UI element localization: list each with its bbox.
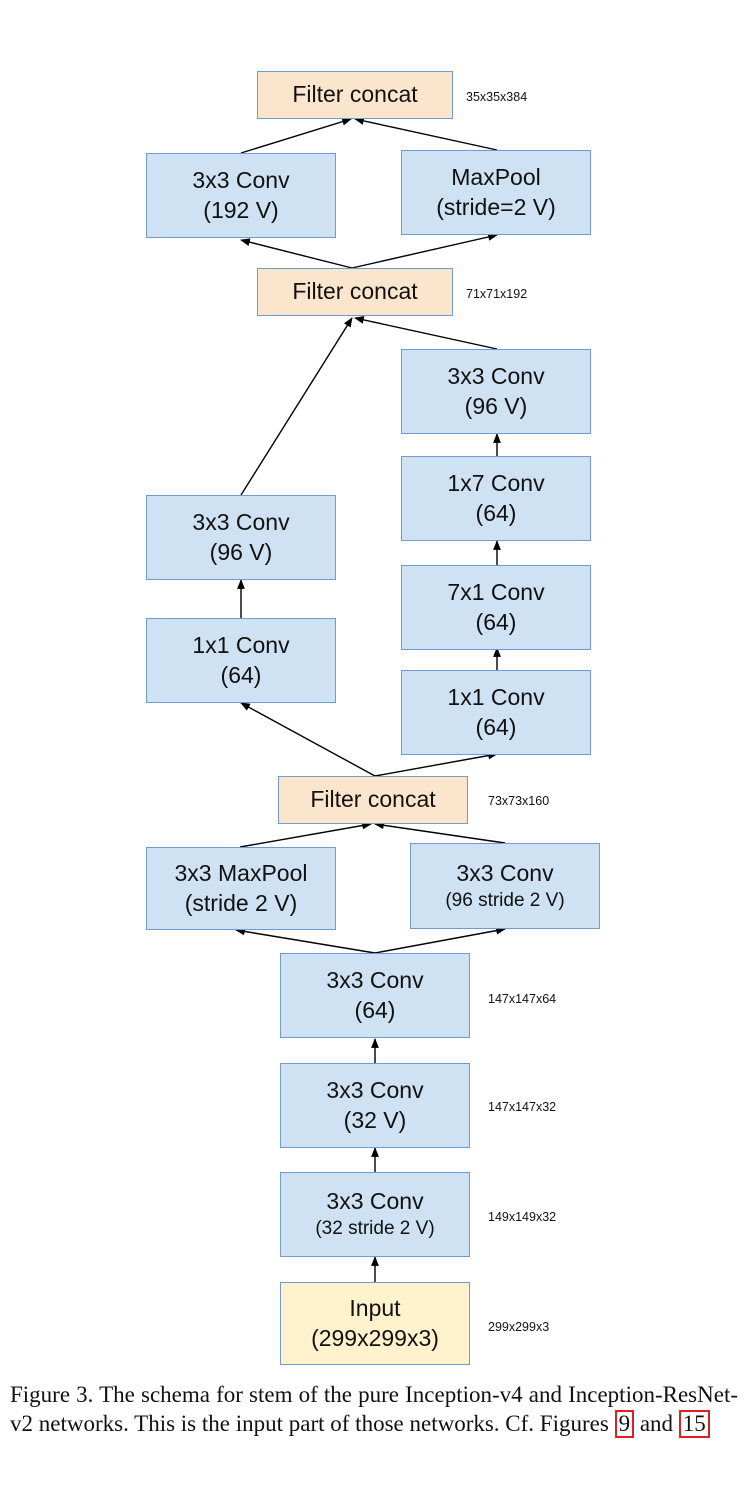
- node-sublabel: (96 V): [209, 538, 273, 565]
- node-sublabel: (299x299x3): [311, 1324, 439, 1351]
- conv-3x3-32v: 3x3 Conv (32 V): [280, 1063, 470, 1148]
- node-label: 1x1 Conv: [447, 683, 545, 710]
- node-label: 3x3 MaxPool: [174, 859, 308, 886]
- node-label: 3x3 Conv: [447, 362, 545, 389]
- node-label: 1x1 Conv: [192, 631, 290, 658]
- node-label: 3x3 Conv: [326, 966, 424, 993]
- right-conv-1x1: 1x1 Conv (64): [401, 670, 591, 755]
- caption-text-between: and: [634, 1410, 679, 1436]
- dim-label-concat-top: 35x35x384: [466, 90, 528, 104]
- node-sublabel: (96 stride 2 V): [445, 889, 565, 911]
- node-sublabel: (32 stride 2 V): [315, 1218, 435, 1240]
- node-label: Filter concat: [310, 786, 436, 813]
- dim-label-conv-64: 147x147x64: [488, 992, 557, 1006]
- node-sublabel: (64): [220, 661, 262, 688]
- node-sublabel: (96 V): [464, 392, 528, 419]
- node-sublabel: (stride 2 V): [184, 889, 298, 916]
- dim-label-input: 299x299x3: [488, 1320, 550, 1334]
- edge: [351, 233, 498, 269]
- node-label: 3x3 Conv: [326, 1188, 424, 1215]
- node-label: 3x3 Conv: [326, 1076, 424, 1103]
- conv-3x3-64: 3x3 Conv (64): [280, 953, 470, 1038]
- node-label: 3x3 Conv: [192, 166, 290, 193]
- node-sublabel: (64): [475, 499, 517, 526]
- edge: [235, 927, 376, 954]
- maxpool-stride2: MaxPool (stride=2 V): [401, 150, 591, 235]
- maxpool-3x3-stride2: 3x3 MaxPool (stride 2 V): [146, 847, 336, 930]
- edge: [374, 926, 506, 954]
- filter-concat-mid: Filter concat: [257, 268, 453, 316]
- figure-ref-link-9[interactable]: 9: [614, 1409, 635, 1438]
- node-label: 3x3 Conv: [456, 859, 554, 886]
- left-conv-3x3-96v: 3x3 Conv (96 V): [146, 495, 336, 580]
- node-sublabel: (64): [475, 608, 517, 635]
- edge: [240, 117, 352, 154]
- edge: [354, 316, 498, 350]
- edges-layer: [235, 117, 506, 1282]
- figure-caption: Figure 3. The schema for stem of the pur…: [10, 1381, 738, 1439]
- node-label: 7x1 Conv: [447, 578, 545, 605]
- right-conv-3x3-96v: 3x3 Conv (96 V): [401, 349, 591, 434]
- edge: [354, 117, 498, 151]
- edge: [240, 702, 376, 777]
- node-sublabel: (192 V): [203, 196, 279, 223]
- input-node: Input (299x299x3): [280, 1282, 470, 1365]
- dim-label-concat-mid: 71x71x192: [466, 287, 528, 301]
- node-label: Filter concat: [292, 81, 418, 108]
- node-label: Filter concat: [292, 278, 418, 305]
- caption-text: Figure 3. The schema for stem of the pur…: [10, 1382, 738, 1436]
- filter-concat-low: Filter concat: [278, 776, 468, 824]
- right-conv-1x7: 1x7 Conv (64): [401, 456, 591, 541]
- right-conv-7x1: 7x1 Conv (64): [401, 565, 591, 650]
- node-sublabel: (32 V): [343, 1106, 407, 1133]
- edge: [374, 751, 498, 777]
- dim-label-conv-32v: 147x147x32: [488, 1100, 557, 1114]
- edge: [239, 821, 372, 848]
- edge: [240, 317, 353, 496]
- dim-label-concat-low: 73x73x160: [488, 794, 550, 808]
- inception-stem-diagram: Filter concat 35x35x384 3x3 Conv (192 V)…: [146, 71, 600, 1365]
- left-conv-1x1: 1x1 Conv (64): [146, 618, 336, 703]
- edge: [240, 238, 353, 269]
- node-sublabel: (stride=2 V): [436, 193, 556, 220]
- dim-label-conv-32-stride2: 149x149x32: [488, 1210, 557, 1224]
- node-sublabel: (64): [354, 996, 396, 1023]
- node-label: 3x3 Conv: [192, 508, 290, 535]
- filter-concat-top: Filter concat: [257, 71, 453, 119]
- figure-ref-link-15[interactable]: 15: [678, 1409, 710, 1438]
- edge: [374, 821, 506, 844]
- node-label: 1x7 Conv: [447, 469, 545, 496]
- node-label: Input: [349, 1294, 401, 1321]
- node-sublabel: (64): [475, 713, 517, 740]
- conv-3x3-96-stride2: 3x3 Conv (96 stride 2 V): [410, 843, 600, 929]
- conv-3x3-32-stride2: 3x3 Conv (32 stride 2 V): [280, 1172, 470, 1257]
- conv-3x3-192v: 3x3 Conv (192 V): [146, 153, 336, 238]
- node-label: MaxPool: [451, 163, 541, 190]
